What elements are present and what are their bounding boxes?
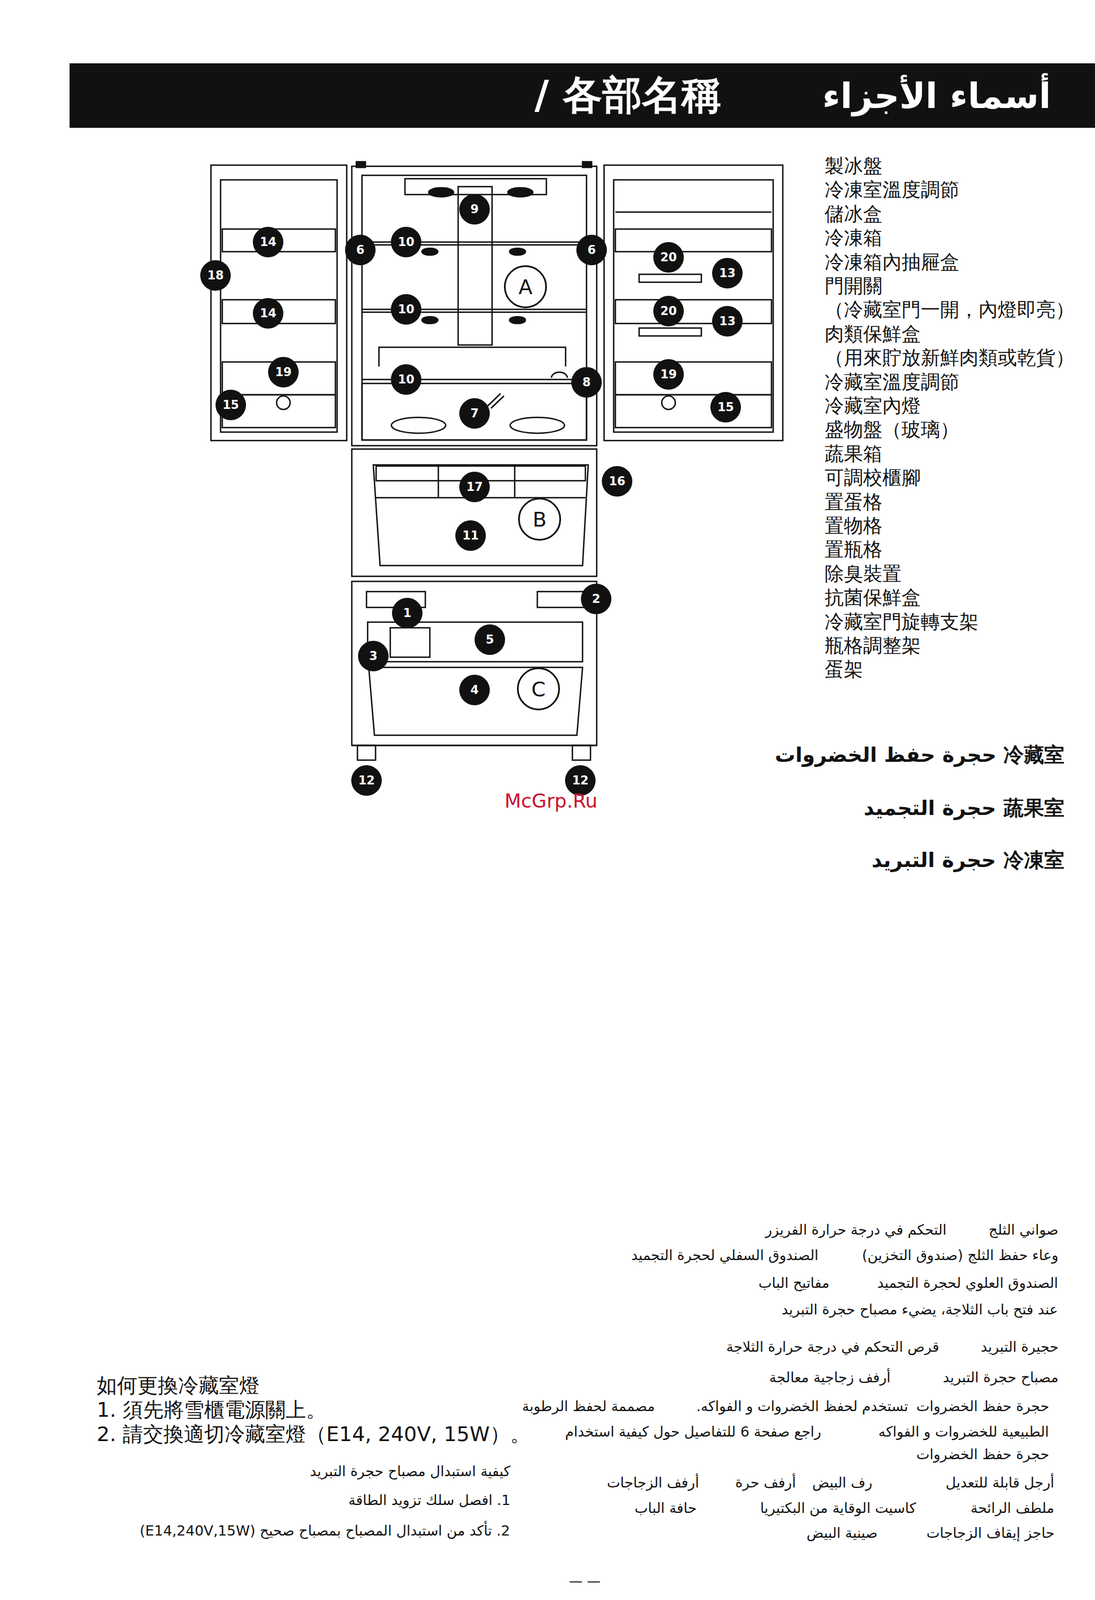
part-name: 冷凍箱內抽屜盒 — [824, 249, 960, 276]
part-name-arabic: رف البيض — [812, 1474, 873, 1491]
part-name: 抗菌保鮮盒 — [824, 584, 921, 611]
header-arabic: أسماء الأجزاء — [822, 75, 1051, 117]
part-name-arabic: راجع صفحة 6 للتفاصيل حول كيفية استخدام — [565, 1423, 822, 1441]
part-name: 蔬果箱 — [824, 441, 883, 468]
callout-number: 20 — [653, 242, 684, 273]
callout-number: 6 — [345, 234, 376, 266]
callout-number: 10 — [390, 364, 422, 395]
compartment-letter: A — [503, 265, 547, 309]
callout-number: 20 — [653, 295, 684, 327]
callout-number: 2 — [580, 583, 612, 615]
part-name: 盛物盤（玻璃） — [824, 416, 960, 443]
callout-number: 4 — [459, 674, 490, 706]
callout-number: 1 — [391, 597, 423, 629]
part-name-arabic: عند فتح باب الثلاجة، يضيء مصباح حجرة الت… — [781, 1301, 1059, 1318]
part-name: 除臭裝置 — [824, 561, 902, 588]
callout-number: 14 — [252, 298, 284, 329]
note-text: 2. 請交換適切冷藏室燈（E14, 240V, 15W）。 — [96, 1420, 531, 1449]
page-title: / 各部名稱 — [534, 69, 722, 123]
part-name: 冷凍室溫度調節 — [824, 177, 960, 204]
part-name: 蛋架 — [824, 656, 864, 683]
part-name: 冷凍箱 — [824, 225, 883, 252]
callout-number: 12 — [351, 765, 382, 796]
callout-number: 7 — [459, 398, 490, 429]
part-name-arabic: حجرة حفظ الخضروات — [916, 1398, 1050, 1415]
part-name: 肉類保鮮盒 — [824, 321, 921, 348]
part-name: 可調校櫃腳 — [824, 464, 921, 491]
part-name: 置瓶格 — [824, 536, 883, 563]
part-name: （用來貯放新鮮肉類或乾貨） — [824, 345, 1075, 372]
part-name-arabic: تستخدم لحفظ الخضروات و الفواكه. — [696, 1398, 909, 1415]
part-name-arabic: حاجز إيقاف الزجاجات — [926, 1524, 1055, 1542]
callout-number: 8 — [571, 367, 602, 398]
callout-number: 10 — [390, 294, 422, 325]
watermark: McGrp.Ru — [504, 789, 598, 813]
note-heading: كيفية استبدال مصباح حجرة التبريد — [309, 1463, 511, 1480]
callout-number: 14 — [252, 226, 284, 258]
part-name-arabic: حافة الباب — [634, 1499, 697, 1517]
part-name-arabic: أرفف حرة — [735, 1474, 796, 1491]
callout-number: 9 — [459, 194, 490, 225]
part-name-arabic: مصباح حجرة التبريد — [942, 1369, 1059, 1386]
note-text: 1. 須先將雪櫃電源關上。 — [96, 1396, 327, 1425]
callout-number: 18 — [200, 260, 231, 291]
part-name: 置蛋格 — [824, 489, 883, 516]
part-name-arabic: الصندوق العلوي لحجرة التجميد — [877, 1274, 1059, 1292]
part-name-arabic: وعاء حفظ الثلج (صندوق التخزين) — [861, 1247, 1059, 1264]
part-name: 儲冰盒 — [824, 201, 883, 228]
part-name: 冷藏室溫度調節 — [824, 369, 960, 396]
part-name-arabic: مصممة لحفظ الرطوبة — [522, 1398, 655, 1415]
note-text: 1. افصل سلك تزويد الطاقة — [348, 1492, 511, 1509]
part-name-arabic: كاسيت الوقاية من البكتيريا — [760, 1499, 917, 1517]
callout-number: 19 — [268, 356, 299, 388]
callout-number: 6 — [576, 234, 607, 266]
part-name-arabic: التحكم في درجة حرارة الفريزر — [765, 1221, 947, 1239]
part-name: 冷藏室內燈 — [824, 393, 921, 420]
part-name: 瓶格調整架 — [824, 632, 921, 659]
callout-number: 13 — [712, 305, 743, 337]
compartment-name: حجرة حفظ الخضروات 冷藏室 — [774, 741, 1065, 770]
part-name: 置物格 — [824, 512, 883, 540]
part-name-arabic: أرجل قابلة للتعديل — [945, 1474, 1055, 1491]
page-mark: — — — [568, 1573, 601, 1590]
part-name-arabic: مفاتيح الباب — [758, 1274, 830, 1292]
compartment-name: حجرة التجميد 蔬果室 — [863, 794, 1065, 823]
compartment-letter: B — [518, 497, 562, 541]
part-name: 製冰盤 — [824, 153, 883, 180]
part-name-arabic: أرفف زجاجية معالجة — [769, 1369, 891, 1386]
part-name-arabic: حجيرة التبريد — [980, 1338, 1059, 1356]
part-name-arabic: قرص التحكم في درجة حرارة الثلاجة — [726, 1338, 940, 1356]
callout-number: 5 — [474, 624, 506, 655]
part-name-arabic: حجرة حفظ الخضروات — [916, 1446, 1050, 1463]
callout-number: 13 — [712, 257, 743, 289]
part-name-arabic: صينية البيض — [806, 1524, 878, 1542]
callout-number: 15 — [215, 389, 247, 421]
callout-number: 17 — [459, 471, 490, 503]
callout-number: 3 — [358, 640, 389, 672]
callout-number: 16 — [601, 466, 633, 497]
part-name-arabic: أرفف الزجاجات — [606, 1474, 700, 1491]
callout-number: 19 — [653, 359, 684, 390]
part-name-arabic: الطبيعية للخضروات و الفواكه — [878, 1423, 1050, 1441]
part-name-arabic: الصندوق السفلي لحجرة التجميد — [631, 1247, 819, 1264]
part-name: 冷藏室門旋轉支架 — [824, 609, 979, 636]
callout-number: 11 — [455, 520, 486, 551]
compartment-letter: C — [516, 667, 560, 711]
part-name: （冷藏室門一開，內燈即亮） — [824, 296, 1075, 323]
callout-number: 15 — [710, 391, 741, 423]
compartment-name: حجرة التبريد 冷凍室 — [871, 846, 1065, 875]
part-name-arabic: صواني الثلج — [988, 1221, 1059, 1239]
note-heading: 如何更換冷藏室燈 — [96, 1372, 260, 1400]
part-name: 門開關 — [824, 273, 883, 300]
callout-number: 10 — [390, 226, 422, 258]
note-text: 2. تأكد من استبدال المصباح بمصباح صحيح (… — [139, 1522, 511, 1539]
part-name-arabic: ملطف الرائحة — [970, 1499, 1055, 1517]
